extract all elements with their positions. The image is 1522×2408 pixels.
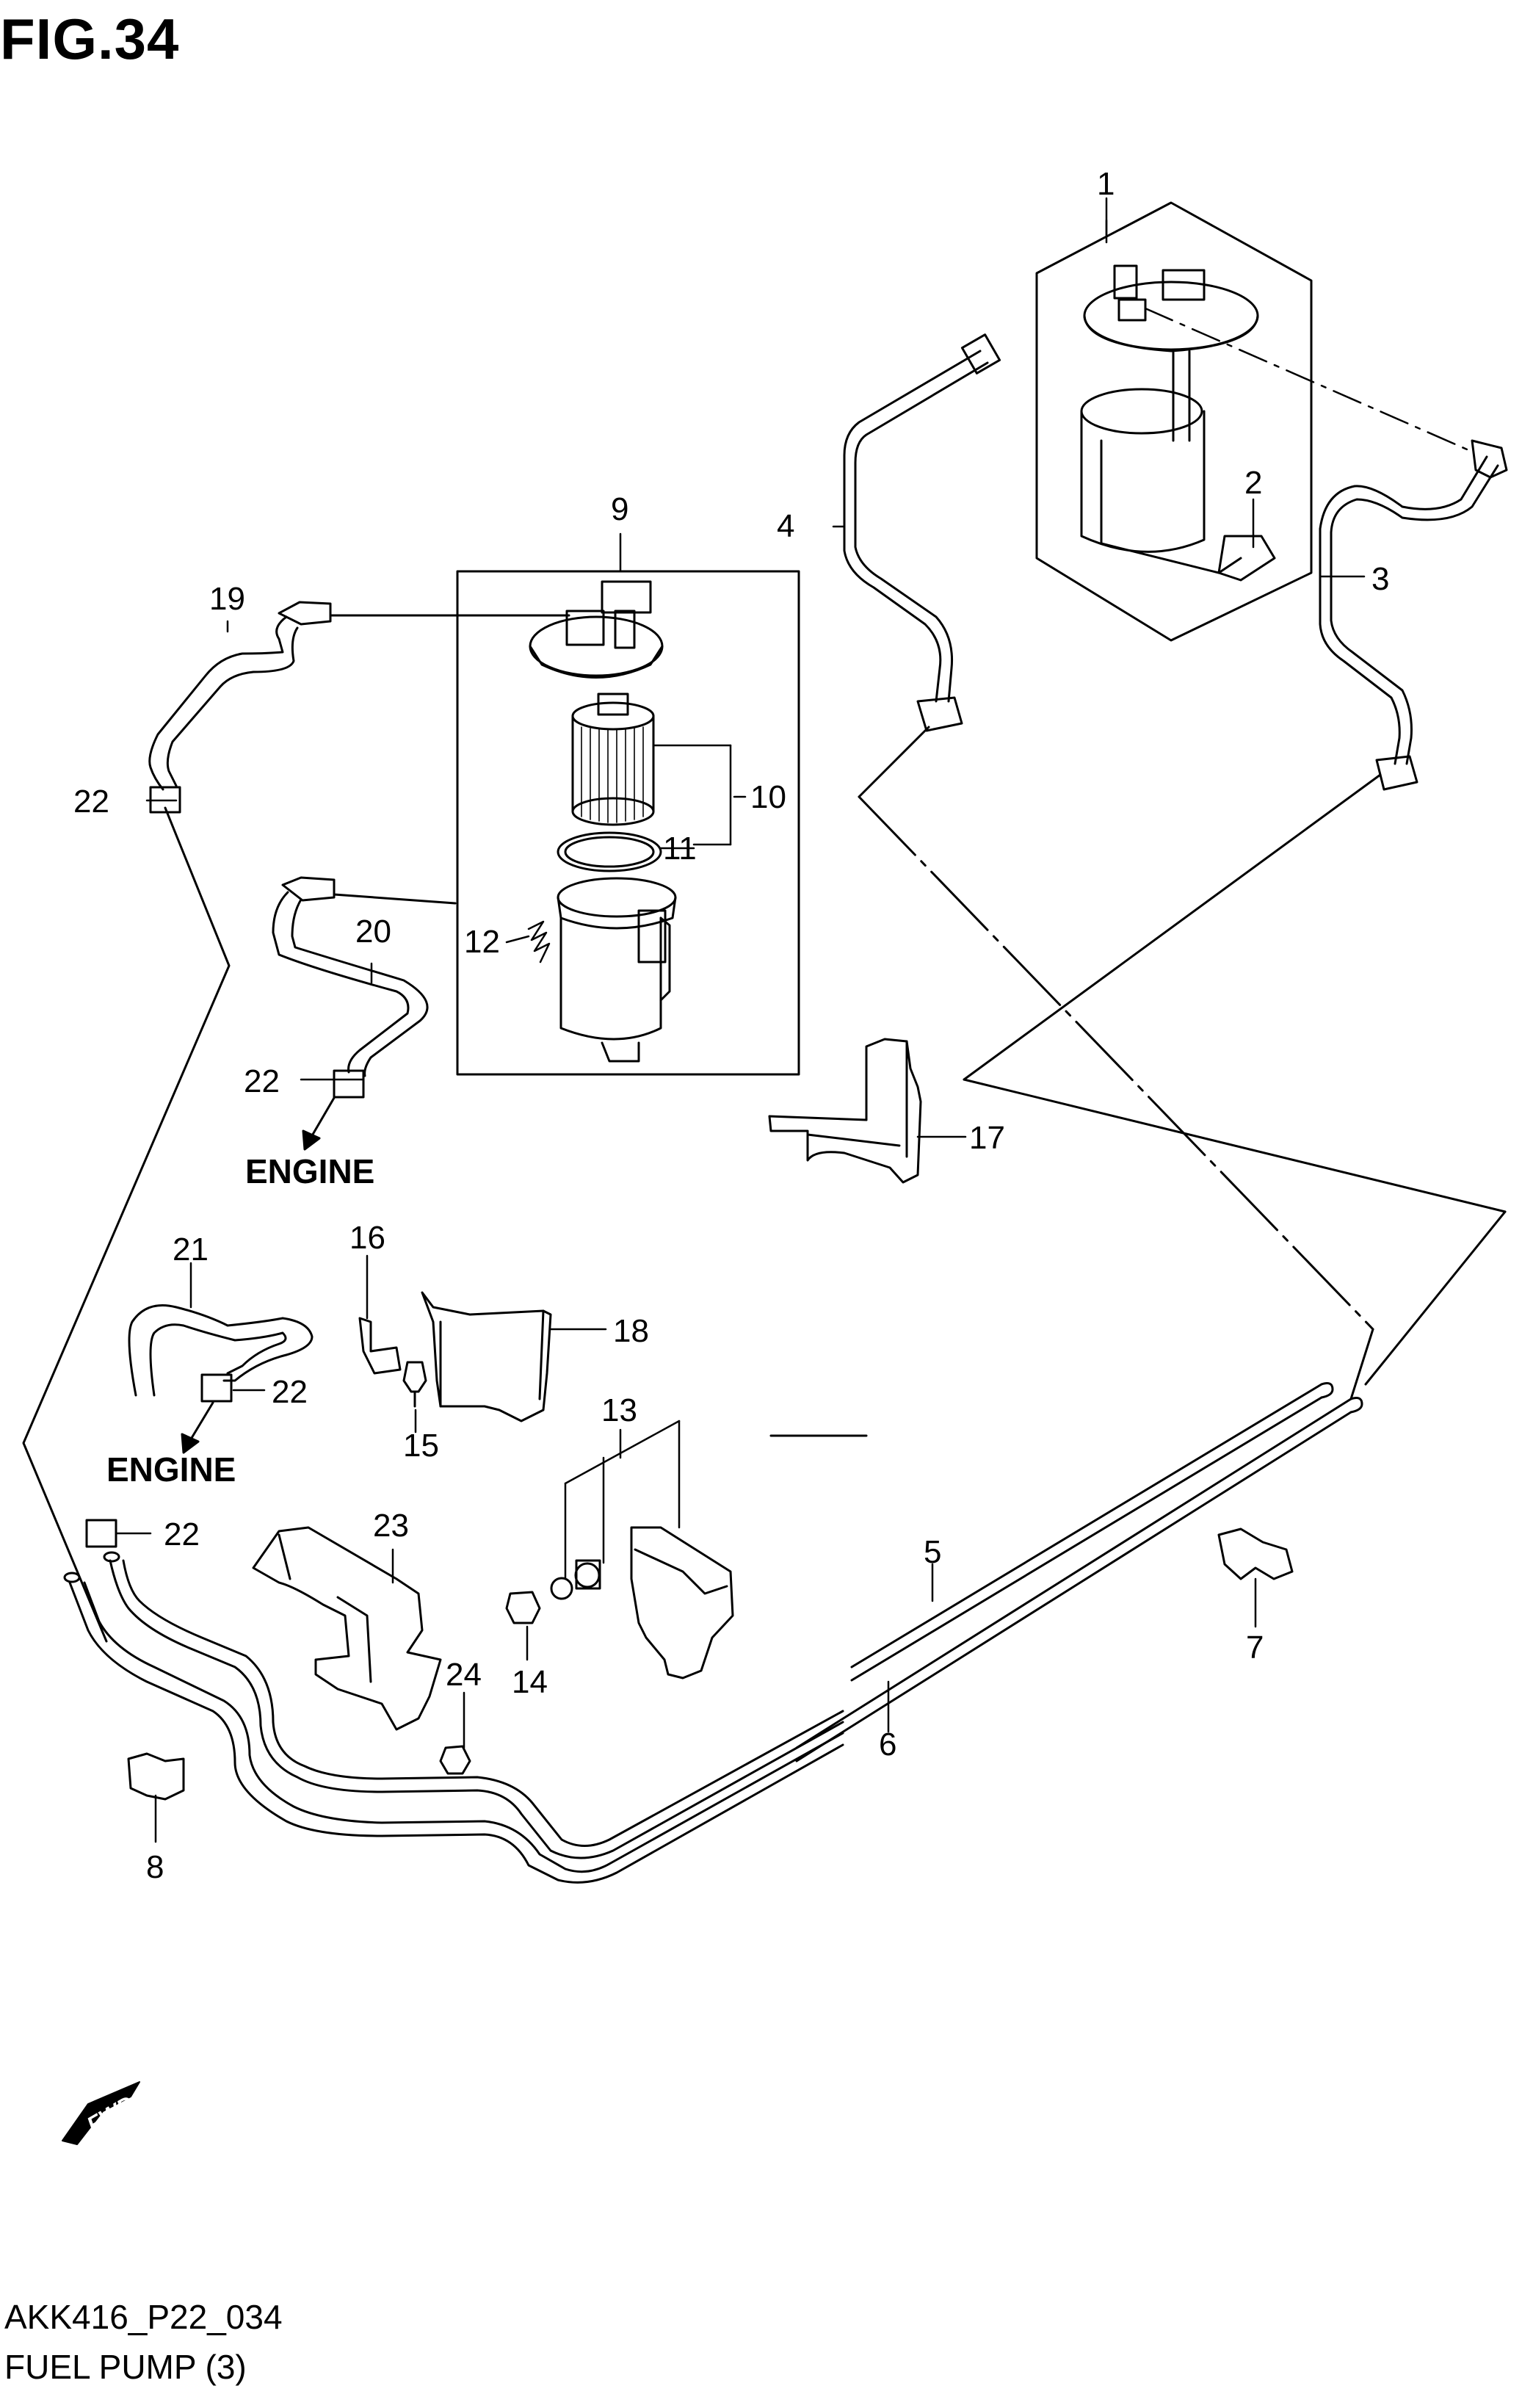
part-19-fuel-hose bbox=[148, 601, 332, 814]
callout-2: 2 bbox=[1244, 465, 1262, 501]
callout-7: 7 bbox=[1246, 1630, 1264, 1666]
part-21-fuel-hose bbox=[128, 1304, 314, 1403]
diagram-title: FUEL PUMP (3) bbox=[4, 2348, 247, 2386]
callout-16: 16 bbox=[349, 1220, 385, 1256]
engine-label-upper: ENGINE bbox=[245, 1152, 374, 1190]
callout-15: 15 bbox=[403, 1428, 439, 1464]
callout-22-a: 22 bbox=[73, 784, 109, 820]
part-16-clip bbox=[358, 1317, 402, 1375]
callout-4: 4 bbox=[777, 508, 794, 544]
part-20-fuel-hose bbox=[272, 876, 429, 1099]
engine-label-lower: ENGINE bbox=[106, 1450, 236, 1489]
callout-13: 13 bbox=[601, 1392, 637, 1428]
part-13-bracket bbox=[550, 1526, 734, 1680]
callout-6: 6 bbox=[879, 1727, 896, 1762]
callout-12: 12 bbox=[464, 924, 500, 960]
part-14-nut bbox=[505, 1591, 541, 1624]
part-23-cover bbox=[252, 1526, 442, 1731]
part-7-clip bbox=[1217, 1527, 1294, 1580]
callout-24: 24 bbox=[446, 1657, 482, 1693]
diagram-code: AKK416_P22_034 bbox=[4, 2298, 283, 2336]
callout-3: 3 bbox=[1371, 561, 1389, 597]
callout-22-d: 22 bbox=[164, 1516, 200, 1552]
part-9-frame bbox=[456, 570, 800, 1076]
callout-8: 8 bbox=[146, 1849, 164, 1885]
part-22-hose-clip bbox=[85, 1519, 117, 1548]
part-15-bolt bbox=[402, 1361, 427, 1408]
callout-20: 20 bbox=[355, 914, 391, 950]
part-1-fuel-pump-module bbox=[1035, 201, 1313, 642]
callout-17: 17 bbox=[969, 1120, 1005, 1156]
part-8-clip bbox=[127, 1752, 185, 1801]
callout-19: 19 bbox=[209, 581, 245, 617]
part-17-bracket bbox=[768, 1038, 922, 1184]
part-18-bracket bbox=[421, 1291, 552, 1422]
part-24-nut bbox=[439, 1745, 471, 1775]
part-9-fuel-filter-assembly bbox=[527, 580, 677, 1063]
callout-22-b: 22 bbox=[244, 1063, 280, 1099]
callout-11: 11 bbox=[663, 831, 697, 867]
callout-9: 9 bbox=[611, 491, 628, 527]
callout-14: 14 bbox=[512, 1664, 548, 1700]
callout-23: 23 bbox=[373, 1508, 409, 1544]
part-3-fuel-hose bbox=[1319, 439, 1508, 791]
callout-22-c: 22 bbox=[272, 1374, 308, 1410]
callout-10: 10 bbox=[750, 779, 786, 815]
callout-21: 21 bbox=[173, 1232, 209, 1268]
callout-5: 5 bbox=[924, 1534, 941, 1570]
fwd-arrow bbox=[62, 2081, 140, 2145]
figure-title: FIG.34 bbox=[0, 7, 180, 71]
callout-18: 18 bbox=[613, 1313, 649, 1349]
part-4-fuel-hose bbox=[843, 333, 1001, 732]
callout-1: 1 bbox=[1097, 166, 1115, 202]
